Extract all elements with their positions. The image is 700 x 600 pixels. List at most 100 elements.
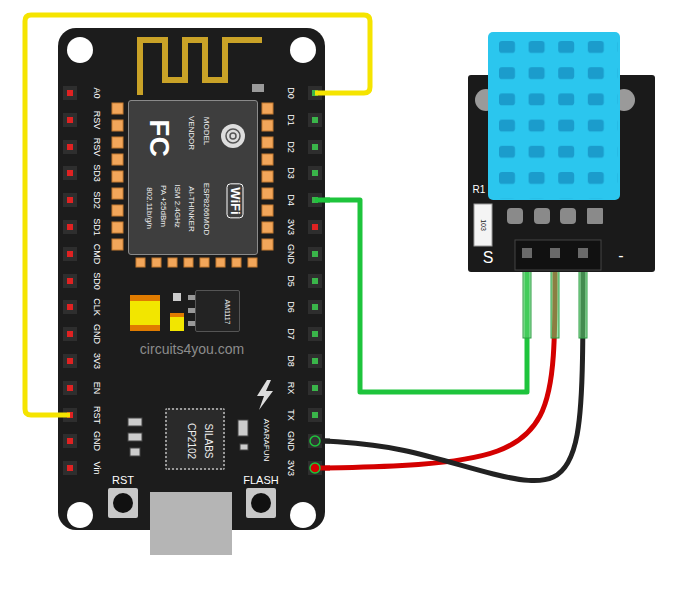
push-button-cap	[113, 493, 133, 513]
header-pin	[308, 461, 322, 475]
header-pin-top	[522, 248, 532, 258]
pin-label: D1	[286, 114, 295, 126]
module-pad	[262, 154, 273, 165]
header-pin	[63, 327, 77, 341]
module-pad	[262, 137, 273, 148]
wire-end	[310, 463, 320, 473]
capacitor-band	[130, 295, 160, 301]
module-pad	[112, 222, 123, 233]
wifi-module: MODELESP8266MODVENDORAI-THINKERISM 2.4GH…	[128, 100, 258, 255]
resistor-value: 103	[480, 219, 487, 231]
header-pin	[63, 86, 77, 100]
capacitor-band	[130, 325, 160, 331]
header-pin	[63, 354, 77, 368]
module-pad	[152, 258, 161, 267]
capacitor	[170, 313, 184, 331]
pin-label: D8	[286, 355, 295, 367]
module-pad	[184, 258, 193, 267]
module-pad	[112, 171, 123, 182]
header-pin	[308, 166, 322, 180]
header-pin	[308, 408, 322, 422]
part-name: R1	[473, 185, 486, 195]
wire-end	[310, 436, 320, 446]
pcb-antenna	[140, 40, 262, 95]
smd-part	[173, 293, 181, 301]
module-logo	[226, 129, 240, 143]
left-header	[63, 86, 77, 475]
pin-label: Vin	[92, 462, 101, 475]
node-text: PA +25dBm	[159, 185, 167, 227]
push-button	[108, 488, 138, 518]
node-text: ESP8266MOD	[202, 183, 210, 235]
node-text: -	[618, 248, 623, 264]
lightning-symbol	[257, 380, 273, 410]
node-text: VENDOR	[187, 116, 195, 150]
mounting-hole	[290, 37, 316, 63]
sensor-module: S-	[468, 75, 655, 272]
module-pad	[112, 188, 123, 199]
node-text: circuits4you.com	[140, 342, 244, 356]
header-pin	[308, 354, 322, 368]
wire	[325, 272, 583, 481]
smd-part	[130, 448, 140, 456]
sensor-grille	[499, 41, 617, 198]
wire	[325, 272, 555, 468]
node-text: AI-THINKER	[187, 186, 195, 231]
voltage-regulator: AM1117	[195, 290, 240, 332]
module-pad	[168, 258, 177, 267]
module-pad	[262, 188, 273, 199]
header-pin	[523, 262, 531, 338]
pin-label: D0	[286, 87, 295, 99]
smd-part	[240, 444, 248, 450]
sensor-leg	[587, 208, 603, 224]
node-text: S	[483, 250, 494, 266]
pin-label: A0	[92, 87, 101, 98]
pin-label: RSV	[92, 111, 101, 130]
header-pin	[308, 220, 322, 234]
sensor-ear	[613, 89, 635, 111]
capacitor-band	[170, 313, 184, 317]
header-pin	[308, 274, 322, 288]
header-pin	[308, 193, 322, 207]
pin-label: D5	[286, 275, 295, 287]
regulator-leg	[188, 321, 195, 326]
sensor-ear	[475, 89, 497, 111]
module-pad	[248, 258, 257, 267]
node-text: MODEL	[202, 117, 210, 145]
module-pad	[262, 171, 273, 182]
pin-label: CLK	[92, 298, 101, 316]
pin-label: RSV	[92, 138, 101, 157]
pin-label: D6	[286, 301, 295, 313]
module-pad	[112, 120, 123, 131]
sensor-leg	[534, 208, 550, 224]
pin-label: 3V3	[286, 219, 295, 235]
header-pin	[308, 113, 322, 127]
header-pin-top	[578, 248, 588, 258]
regulator-leg	[188, 295, 195, 300]
header-pin	[63, 461, 77, 475]
pin-label: SD3	[92, 164, 101, 182]
smd-part	[128, 433, 142, 441]
module-pad	[262, 222, 273, 233]
pin-label: SD1	[92, 218, 101, 236]
jumper-wire	[25, 15, 370, 415]
pin-label: D3	[286, 167, 295, 179]
pin-label: D7	[286, 328, 295, 340]
smd-part	[238, 420, 248, 436]
module-logo	[230, 133, 236, 139]
pin-label: CMD	[92, 244, 101, 265]
node-text: 802.11b/g/n	[145, 187, 153, 229]
button-label: FLASH	[243, 475, 278, 486]
push-button-cap	[251, 493, 271, 513]
header-pin	[63, 140, 77, 154]
header-pin	[308, 140, 322, 154]
header-pin	[63, 193, 77, 207]
module-pad	[262, 239, 273, 250]
mounting-hole	[67, 37, 93, 63]
sensor-leg	[507, 208, 523, 224]
header-pin	[308, 381, 322, 395]
pin-header	[515, 240, 601, 270]
header-pin	[63, 166, 77, 180]
resistor-symbol	[474, 204, 492, 246]
pin-label: 3V3	[286, 460, 295, 476]
